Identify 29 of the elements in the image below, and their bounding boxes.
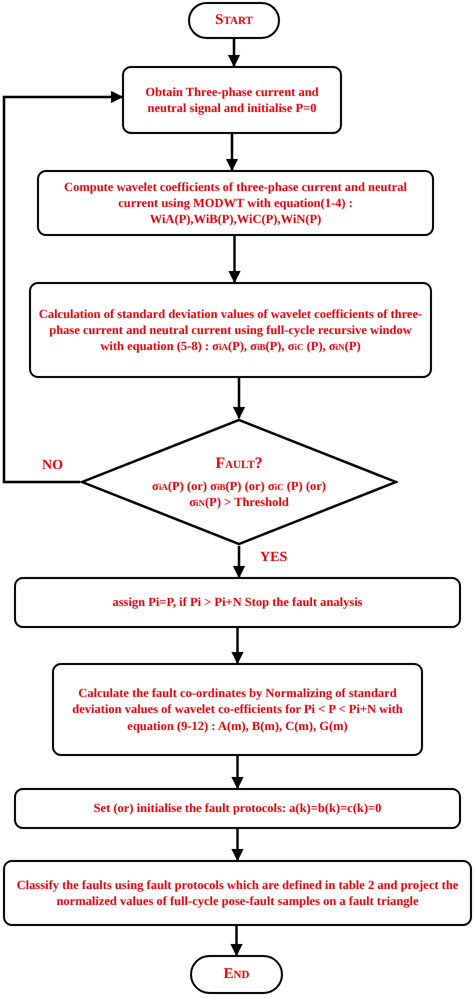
arrow: [228, 236, 241, 284]
node-text: Calculate the fault co-ordinates by Normalizing of standard deviation values of wavelet co-efficients for Pi < P < Pi+N with equation (9-12) : A(m), B(m), C(m), G(m): [71, 685, 404, 734]
decision-title: Fault?: [215, 454, 263, 474]
terminal-pill: [190, 955, 283, 994]
node-text: Classify the faults using fault protocols which are defined in table 2 and project the normalized values of full-cycle pose-fault samples on a fault triangle: [16, 876, 460, 910]
decision-diamond: [80, 418, 398, 546]
node-text: Start: [215, 10, 253, 30]
arrow: [226, 134, 238, 172]
process-box: [29, 282, 432, 378]
node-text: assign Pi=P, if Pi > Pi+N Stop the fault analysis: [112, 594, 363, 611]
arrow: [231, 756, 244, 790]
process-box: [37, 170, 434, 236]
arrow: [232, 378, 246, 420]
arrow: [232, 546, 246, 578]
process-box: [52, 663, 423, 756]
arrow: [2, 90, 124, 484]
process-box: [14, 577, 461, 628]
arrow: [231, 829, 244, 862]
process-box: [122, 66, 342, 134]
node-text: Set (or) initialise the fault protocols: a(k)=b(k)=c(k)=0: [94, 800, 382, 817]
arrow: [231, 628, 244, 664]
arrow: [228, 39, 240, 68]
arrow: [230, 926, 243, 956]
process-box: [3, 860, 472, 926]
node-text: Compute wavelet coefficients of three-phase current and neutral current using MODWT with equation(1-4) : WiA(P),WiB(P),WiC(P),WiN(P): [63, 178, 408, 228]
node-text: End: [224, 964, 250, 984]
process-box: [14, 788, 461, 829]
terminal-pill: [188, 2, 280, 39]
node-text: Obtain Three-phase current and neutral signal and initialise P=0: [144, 84, 320, 116]
